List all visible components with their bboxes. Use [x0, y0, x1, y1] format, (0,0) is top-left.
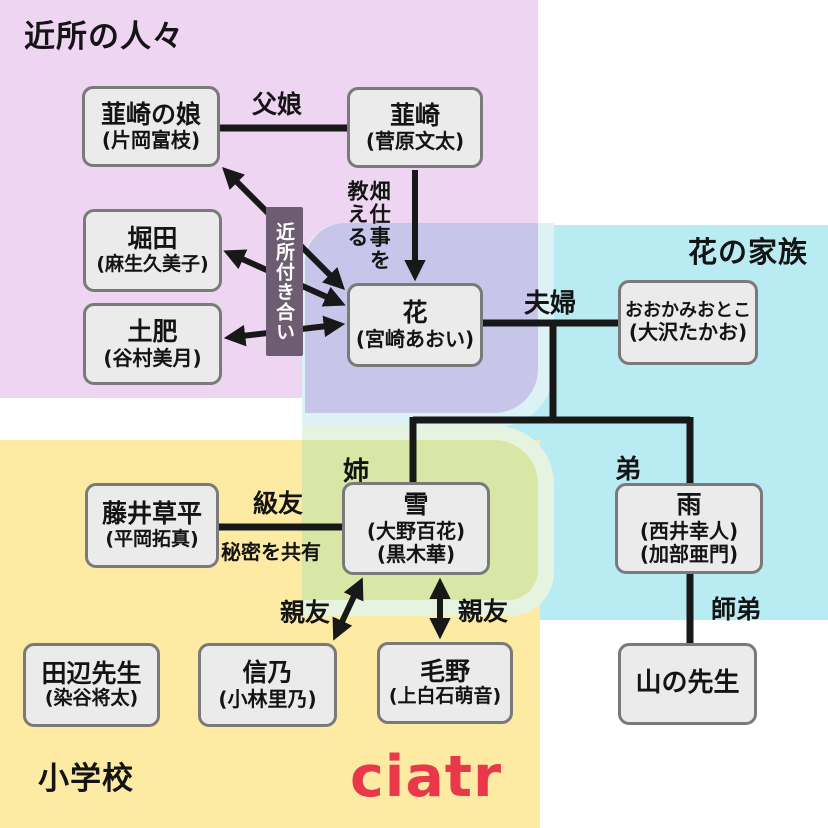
character-box-shino: 信乃 (小林里乃)	[198, 643, 337, 727]
region-title-school: 小学校	[38, 761, 134, 797]
character-name: 堀田	[127, 224, 178, 254]
character-actor: (黒木華)	[376, 541, 456, 566]
label-best-friend-shino: 親友	[280, 598, 331, 627]
character-name: 藤井草平	[101, 499, 202, 529]
label-neighborhood-badge: 近所付き合い	[266, 207, 303, 356]
character-name: 土肥	[127, 317, 178, 347]
character-name: 雨	[676, 490, 702, 520]
label-master-disciple: 師弟	[711, 595, 762, 624]
character-box-ame: 雨 (西井幸人) (加部亜門)	[615, 483, 763, 574]
character-box-yama-no-sensei: 山の先生	[618, 643, 757, 725]
character-actor: (菅原文太)	[365, 129, 465, 154]
character-actor: (加部亜門)	[639, 541, 739, 566]
character-name: 花	[402, 298, 428, 328]
region-title-neighbors: 近所の人々	[24, 19, 184, 55]
character-actor: (平岡拓真)	[105, 527, 199, 550]
character-box-nirasaki-daughter: 韮崎の娘 (片岡富枝)	[82, 86, 220, 167]
character-name: 毛野	[419, 656, 470, 686]
character-name: 信乃	[242, 658, 293, 688]
character-actor: (谷村美月)	[103, 345, 202, 370]
character-box-yuki: 雪 (大野百花) (黒木華)	[342, 482, 490, 575]
character-box-nirasaki: 韮崎 (菅原文太)	[347, 87, 483, 168]
label-best-friend-keno: 親友	[458, 597, 509, 626]
character-box-tanabe: 田辺先生 (染谷将太)	[23, 643, 160, 727]
character-box-keno: 毛野 (上白石萌音)	[377, 642, 513, 724]
character-actor: (小林里乃)	[218, 686, 317, 711]
character-actor: (西井幸人)	[639, 518, 739, 543]
character-name: 山の先生	[635, 668, 740, 699]
character-box-doi: 土肥 (谷村美月)	[83, 303, 222, 385]
character-name: 韮崎の娘	[100, 99, 201, 129]
label-father-daughter: 父娘	[252, 90, 303, 119]
character-actor: (宮崎あおい)	[355, 326, 475, 351]
label-couple: 夫婦	[524, 289, 577, 319]
character-name: 韮崎	[389, 100, 440, 130]
character-actor: (上白石萌音)	[388, 685, 502, 708]
character-actor: (麻生久美子)	[96, 252, 209, 275]
label-younger-brother: 弟	[615, 455, 642, 485]
label-classmate: 級友	[253, 489, 304, 518]
character-actor: (染谷将太)	[44, 687, 139, 710]
label-shared-secret: 秘密を共有	[221, 540, 321, 564]
character-actor: (大沢たかお)	[628, 320, 748, 345]
character-actor: (大野百花)	[366, 518, 466, 543]
character-name: 雪	[403, 490, 429, 520]
character-name: 田辺先生	[41, 658, 142, 688]
character-box-fujii: 藤井草平 (平岡拓真)	[85, 483, 219, 568]
character-actor: (片岡富枝)	[101, 128, 201, 153]
character-box-wolfman: おおかみおとこ (大沢たかお)	[618, 280, 758, 365]
region-title-family: 花の家族	[688, 235, 809, 269]
character-box-hotta: 堀田 (麻生久美子)	[83, 209, 222, 292]
character-box-hana: 花 (宮崎あおい)	[347, 283, 483, 367]
label-teaches-farming: 畑仕事を教える	[345, 180, 392, 272]
character-name: おおかみおとこ	[625, 299, 751, 321]
ciatr-logo: ciatr	[350, 744, 503, 810]
